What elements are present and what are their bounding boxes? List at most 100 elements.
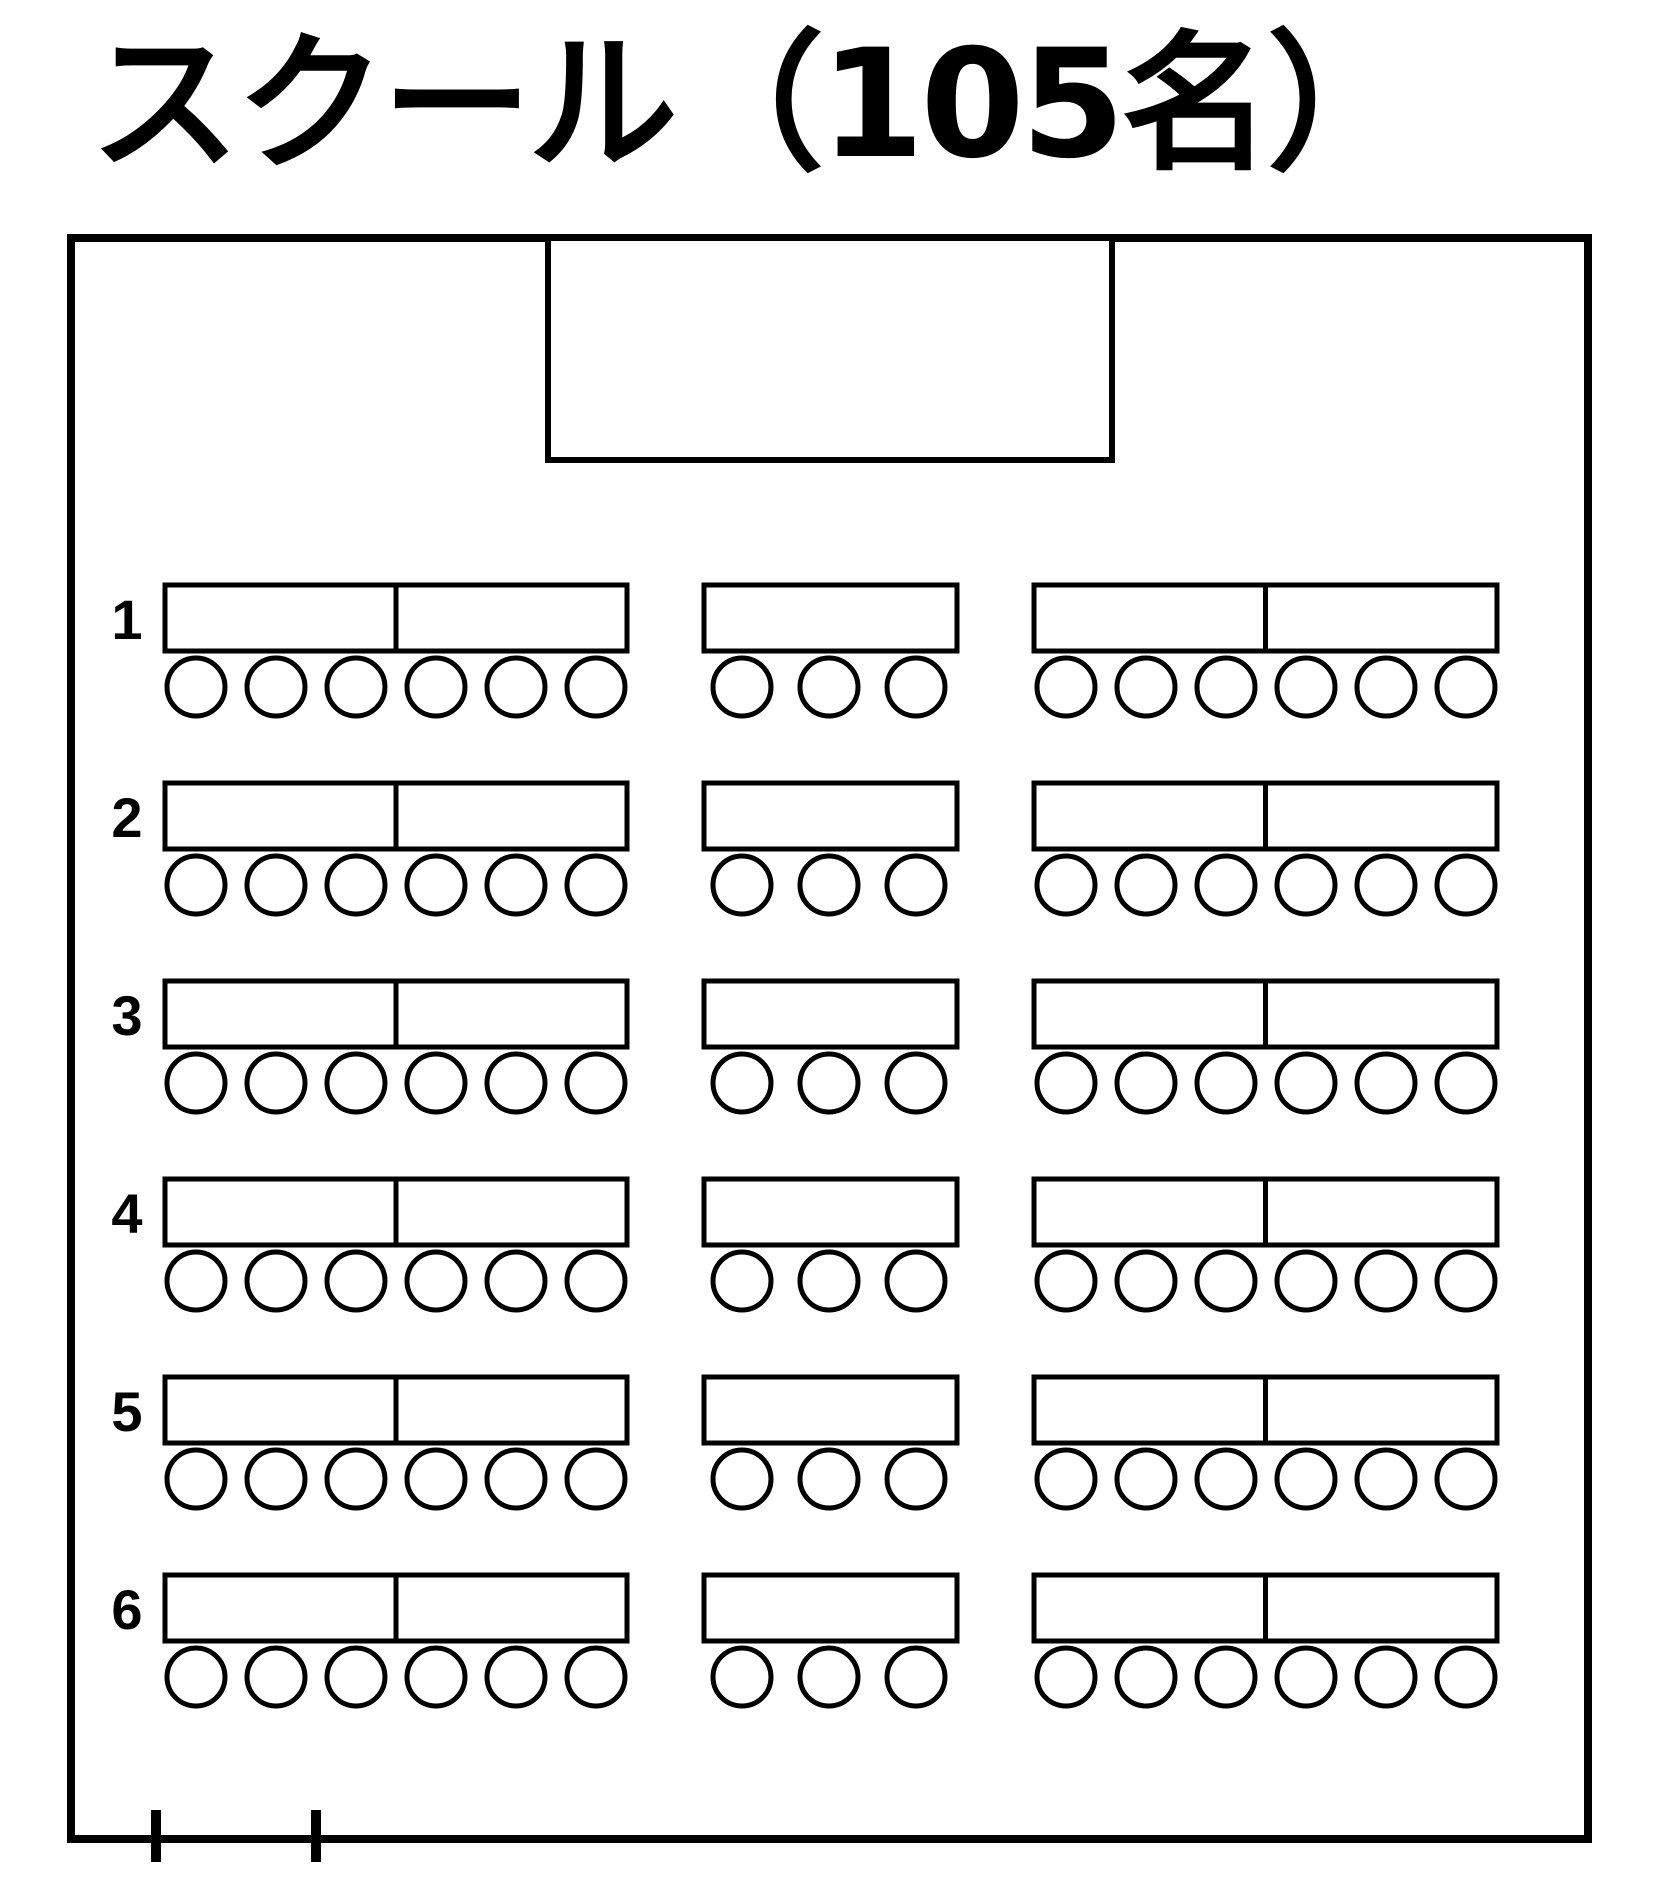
- chair: [1274, 655, 1338, 719]
- chair: [324, 655, 388, 719]
- desk: [393, 582, 630, 654]
- desk: [1263, 582, 1500, 654]
- chair: [884, 1645, 948, 1709]
- chair: [1034, 853, 1098, 917]
- chair: [1114, 1447, 1178, 1511]
- chair: [1434, 1447, 1498, 1511]
- chair: [1434, 655, 1498, 719]
- chair: [1114, 1051, 1178, 1115]
- chair: [1114, 655, 1178, 719]
- chair: [324, 1249, 388, 1313]
- chair: [1194, 655, 1258, 719]
- chair: [404, 853, 468, 917]
- desk: [1263, 1572, 1500, 1644]
- chair: [1274, 1447, 1338, 1511]
- chair: [564, 1249, 628, 1313]
- desk: [701, 1572, 960, 1644]
- chair: [484, 853, 548, 917]
- chair: [1034, 1051, 1098, 1115]
- row-number-label: 6: [111, 1578, 142, 1641]
- chair: [1194, 1447, 1258, 1511]
- chair: [1034, 1249, 1098, 1313]
- chair: [164, 853, 228, 917]
- chair: [1434, 1249, 1498, 1313]
- desk: [1031, 1374, 1268, 1446]
- chair: [1354, 655, 1418, 719]
- chair: [797, 655, 861, 719]
- desk: [1031, 582, 1268, 654]
- chair: [244, 1645, 308, 1709]
- chair: [1114, 1645, 1178, 1709]
- chair: [1194, 1645, 1258, 1709]
- chair: [324, 1051, 388, 1115]
- chair: [404, 655, 468, 719]
- seating-row: 5: [111, 1374, 1500, 1511]
- chair: [797, 1051, 861, 1115]
- chair: [1434, 1051, 1498, 1115]
- desk: [701, 780, 960, 852]
- chair: [1434, 1645, 1498, 1709]
- desk: [701, 1374, 960, 1446]
- chair: [404, 1447, 468, 1511]
- chair: [564, 1645, 628, 1709]
- desk: [162, 1374, 399, 1446]
- row-number-label: 5: [111, 1380, 142, 1443]
- desk: [393, 978, 630, 1050]
- chair: [710, 1249, 774, 1313]
- chair: [484, 1447, 548, 1511]
- chair: [324, 1447, 388, 1511]
- chair: [1194, 853, 1258, 917]
- seating-row: 1: [111, 582, 1500, 719]
- chair: [484, 1249, 548, 1313]
- row-number-label: 1: [111, 588, 142, 651]
- chair: [1194, 1249, 1258, 1313]
- chair: [164, 1645, 228, 1709]
- chair: [1354, 853, 1418, 917]
- chair: [244, 1051, 308, 1115]
- chair: [1274, 853, 1338, 917]
- chair: [404, 1645, 468, 1709]
- chair: [884, 1447, 948, 1511]
- desk: [701, 582, 960, 654]
- chair: [1354, 1447, 1418, 1511]
- chair: [797, 1249, 861, 1313]
- desk: [162, 978, 399, 1050]
- page-title: スクール（105名）: [90, 18, 1417, 192]
- desk: [162, 1572, 399, 1644]
- chair: [1034, 655, 1098, 719]
- desk: [162, 582, 399, 654]
- chair: [710, 1051, 774, 1115]
- chair: [797, 1645, 861, 1709]
- chair: [164, 655, 228, 719]
- chair: [884, 1051, 948, 1115]
- seating-row: 2: [111, 780, 1500, 917]
- chair: [484, 655, 548, 719]
- chair: [710, 1645, 774, 1709]
- chair: [1274, 1645, 1338, 1709]
- stage-screen-area: [545, 235, 1115, 463]
- desk: [1031, 780, 1268, 852]
- chair: [1114, 1249, 1178, 1313]
- desk: [1263, 1176, 1500, 1248]
- seating-row: 6: [111, 1572, 1500, 1709]
- desk: [393, 1572, 630, 1644]
- chair: [710, 655, 774, 719]
- chair: [1354, 1051, 1418, 1115]
- desk: [701, 1176, 960, 1248]
- chair: [164, 1447, 228, 1511]
- chair: [1274, 1249, 1338, 1313]
- chair: [244, 1447, 308, 1511]
- desk: [393, 1176, 630, 1248]
- chair: [1274, 1051, 1338, 1115]
- chair: [1354, 1249, 1418, 1313]
- chair: [244, 1249, 308, 1313]
- chair: [1114, 853, 1178, 917]
- chair: [1194, 1051, 1258, 1115]
- chair: [324, 853, 388, 917]
- chair: [324, 1645, 388, 1709]
- chair: [564, 1447, 628, 1511]
- row-number-label: 2: [111, 786, 142, 849]
- chair: [404, 1249, 468, 1313]
